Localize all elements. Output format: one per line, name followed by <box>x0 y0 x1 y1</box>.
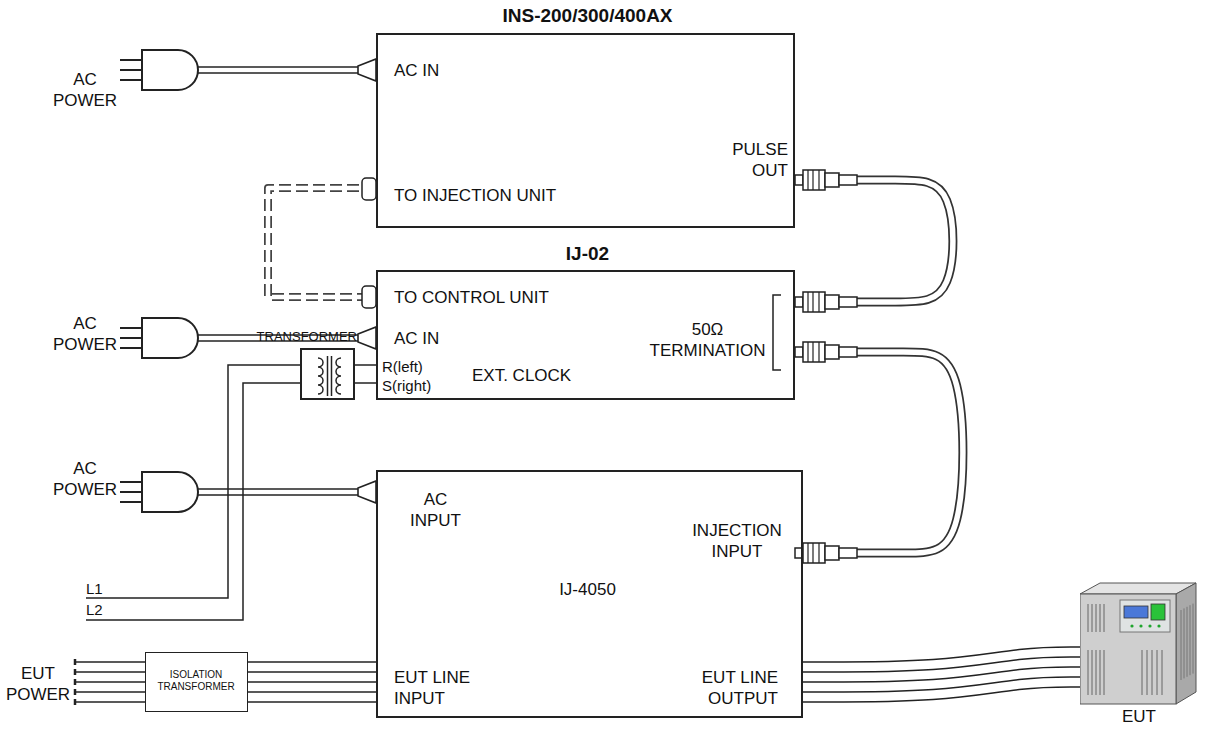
power-label: AC POWER <box>50 70 120 111</box>
line-label: L2 <box>86 601 103 619</box>
clock-wire-path <box>355 364 376 366</box>
eut-cabinet-art <box>1080 580 1198 706</box>
eut-power-line-path <box>803 647 1080 662</box>
line-wire <box>86 365 300 620</box>
port-label: EUT LINE OUTPUT <box>678 668 778 709</box>
port-label: EUT LINE INPUT <box>394 668 494 709</box>
clock-wire-path <box>355 382 376 384</box>
eut-power-line-path <box>248 691 376 693</box>
transformer-label: TRANSFORMER <box>240 329 357 345</box>
terminal-label: S(right) <box>382 377 431 395</box>
eut-power-line-path <box>803 677 1080 692</box>
eut-power-line-path <box>248 681 376 683</box>
eut-power-line-path <box>803 657 1080 672</box>
eut-cabinet: EUT <box>1080 580 1198 728</box>
control-cable-path <box>268 188 376 297</box>
eut-power-line-path <box>248 701 376 703</box>
line-label: L1 <box>86 580 103 598</box>
eut-power-line-path <box>248 661 376 663</box>
port-label: TO INJECTION UNIT <box>394 186 556 207</box>
transformer-box-art <box>302 350 357 402</box>
power-label: AC POWER <box>50 459 120 500</box>
injection-unit-box: IJ-02TO CONTROL UNITAC IN50Ω TERMINATION… <box>376 270 795 400</box>
eut-power-line-path <box>803 687 1080 702</box>
eut-power-wire <box>75 659 145 705</box>
power-plug <box>120 50 376 512</box>
coax-cable <box>795 180 953 302</box>
unit-name: IJ-4050 <box>378 580 797 601</box>
clock-wire <box>355 365 376 383</box>
coax-cable-path <box>795 352 963 553</box>
coupling-unit-box: AC INPUT INJECTION INPUT IJ-4050EUT LINE I… <box>376 470 803 718</box>
eut-power-line <box>248 662 376 702</box>
control-cable-path <box>268 188 376 297</box>
power-label: AC POWER <box>50 314 120 355</box>
coax-cable-path <box>795 180 953 302</box>
port-label: AC IN <box>394 329 439 350</box>
control-cable <box>268 188 376 297</box>
port-label: TO CONTROL UNIT <box>394 288 549 309</box>
terminal-label: R(left) <box>382 358 423 376</box>
eut-power-line-path <box>248 671 376 673</box>
transformer-box: TRANSFORMER <box>300 348 355 400</box>
isolation-transformer-box: ISOLATION TRANSFORMER <box>145 652 248 712</box>
eut-power-line-path <box>803 667 1080 682</box>
port-label: PULSE OUT <box>713 140 788 181</box>
port-label: AC INPUT <box>398 490 473 531</box>
control-port <box>362 178 376 308</box>
port-label: INJECTION INPUT <box>687 521 787 562</box>
port-label: 50Ω TERMINATION <box>645 320 770 361</box>
unit-heading: IJ-02 <box>378 242 797 265</box>
bnc-connector <box>795 170 857 563</box>
coax-cable-path <box>795 352 963 553</box>
control-unit-box: INS-200/300/400AXAC INTO INJECTION UNITP… <box>376 33 795 228</box>
eut-label: EUT <box>1080 707 1198 728</box>
power-label: EUT POWER <box>3 664 73 705</box>
coax-cable <box>795 352 963 553</box>
termination-bracket <box>773 295 781 370</box>
box-label: ISOLATION TRANSFORMER <box>150 669 242 693</box>
eut-power-line <box>803 647 1080 702</box>
port-label: AC IN <box>394 61 439 82</box>
coax-cable-path <box>795 180 953 302</box>
unit-heading: INS-200/300/400AX <box>378 4 797 27</box>
port-label: EXT. CLOCK <box>472 366 571 387</box>
